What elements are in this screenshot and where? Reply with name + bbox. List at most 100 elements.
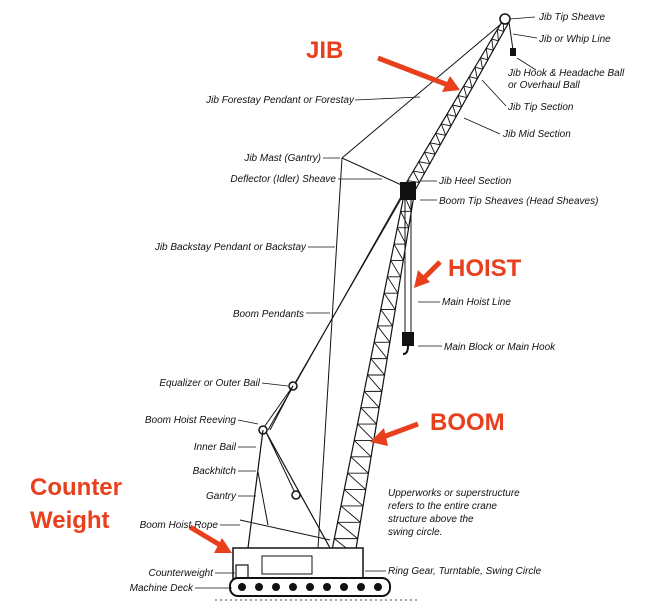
lattice-member: [486, 47, 494, 51]
lattice-member: [446, 114, 457, 117]
lattice-member: [458, 95, 467, 98]
track-wheel-icon: [323, 583, 331, 591]
lattice-member: [413, 170, 425, 174]
track-wheel-icon: [306, 583, 314, 591]
callout-counterweight-2: Weight: [30, 507, 110, 534]
lattice-member: [491, 38, 499, 42]
lattice-member: [353, 440, 372, 458]
note-line-4: swing circle.: [388, 527, 442, 538]
track-wheel-icon: [255, 583, 263, 591]
boom-arrow-icon: [370, 421, 419, 446]
track-wheel-icon: [374, 583, 382, 591]
lattice-member: [390, 260, 401, 278]
lattice-member: [343, 489, 364, 507]
note-line-1: Upperworks or superstructure: [388, 488, 520, 499]
track-wheel-icon: [289, 583, 297, 591]
label-machine-deck: Machine Deck: [130, 583, 194, 594]
label-main-hoist-line: Main Hoist Line: [442, 297, 511, 308]
callout-counterweight-1: Counter: [30, 474, 122, 501]
lattice-member: [380, 309, 393, 327]
callout-jib: JIB: [306, 37, 343, 64]
note-line-2: refers to the entire crane: [388, 501, 497, 512]
lattice-member: [440, 123, 447, 136]
label-backhitch: Backhitch: [193, 466, 237, 477]
lattice-member: [383, 292, 396, 310]
track-wheel-icon: [238, 583, 246, 591]
lattice-member: [497, 29, 504, 32]
lattice-member: [424, 151, 436, 155]
lattice-member: [463, 85, 473, 89]
lattice-member: [480, 57, 489, 61]
lattice-member: [474, 67, 478, 79]
label-boom-pendants: Boom Pendants: [233, 309, 304, 320]
lattice-member: [407, 180, 420, 183]
boom-structure: [330, 182, 416, 556]
label-jib-mid-section: Jib Mid Section: [502, 129, 571, 140]
lattice-member: [377, 325, 391, 343]
lattice-member: [347, 472, 367, 490]
lattice-member: [429, 142, 436, 155]
hoist-arrow-icon: [414, 260, 442, 288]
jib-tip-sheave-icon: [499, 13, 511, 25]
label-inner-bail: Inner Bail: [194, 442, 237, 453]
gantry-assembly: [239, 381, 331, 549]
track-wheel-icon: [340, 583, 348, 591]
leader-lines: [195, 16, 538, 589]
label-jib-mast: Jib Mast (Gantry): [243, 153, 321, 164]
label-jib-hook-2: or Overhaul Ball: [508, 80, 580, 91]
label-boom-tip-sheaves: Boom Tip Sheaves (Head Sheaves): [439, 196, 598, 207]
lattice-member: [387, 276, 399, 294]
lattice-member: [337, 521, 358, 539]
jib-whip-line: [508, 21, 516, 56]
lattice-member: [435, 132, 446, 136]
lattice-member: [357, 423, 375, 441]
lattice-member: [373, 341, 388, 359]
label-gantry: Gantry: [206, 491, 237, 502]
lattice-member: [370, 358, 385, 376]
label-deflector-sheave: Deflector (Idler) Sheave: [230, 174, 336, 185]
lattice-member: [418, 161, 430, 165]
label-boom-hoist-rope: Boom Hoist Rope: [140, 520, 219, 531]
callout-arrows: [188, 55, 460, 553]
label-boom-hoist-reeving: Boom Hoist Reeving: [145, 415, 237, 426]
label-counterweight: Counterweight: [149, 568, 215, 579]
callout-hoist: HOIST: [448, 255, 522, 282]
label-jib-heel-section: Jib Heel Section: [438, 176, 512, 187]
lattice-member: [491, 38, 494, 51]
counterweight-block: [235, 564, 249, 580]
lattice-member: [350, 456, 369, 474]
track-wheel-icon: [357, 583, 365, 591]
main-hook-icon: [402, 345, 409, 355]
label-equalizer: Equalizer or Outer Bail: [159, 378, 260, 389]
lattice-member: [363, 391, 380, 409]
lattice-member: [360, 407, 377, 425]
lattice-member: [424, 152, 431, 164]
lattice-member: [469, 76, 478, 80]
lattice-member: [441, 123, 452, 127]
lattice-member: [480, 57, 484, 70]
lattice-member: [468, 76, 473, 89]
jib-structure: [401, 13, 511, 193]
lattice-member: [452, 104, 462, 108]
callout-boom: BOOM: [430, 409, 505, 436]
lattice-member: [452, 104, 457, 117]
counterweight-arrow-icon: [188, 524, 232, 553]
lattice-member: [367, 374, 383, 392]
jib-mast-and-stays: [267, 23, 502, 549]
main-hoist: [402, 200, 414, 355]
main-block-icon: [402, 332, 414, 346]
label-jib-forestay: Jib Forestay Pendant or Forestay: [205, 95, 355, 106]
label-jib-hook-1: Jib Hook & Headache Ball: [507, 68, 625, 79]
lattice-member: [418, 161, 425, 174]
lattice-member: [485, 48, 489, 60]
carbody: [229, 547, 391, 597]
lattice-member: [463, 85, 468, 98]
lattice-member: [474, 66, 483, 70]
note-line-3: structure above the: [388, 514, 474, 525]
jib-arrow-icon: [377, 55, 460, 92]
label-jib-backstay: Jib Backstay Pendant or Backstay: [154, 242, 307, 253]
lattice-member: [429, 142, 441, 146]
track-wheel-icon: [272, 583, 280, 591]
lattice-member: [435, 133, 441, 145]
